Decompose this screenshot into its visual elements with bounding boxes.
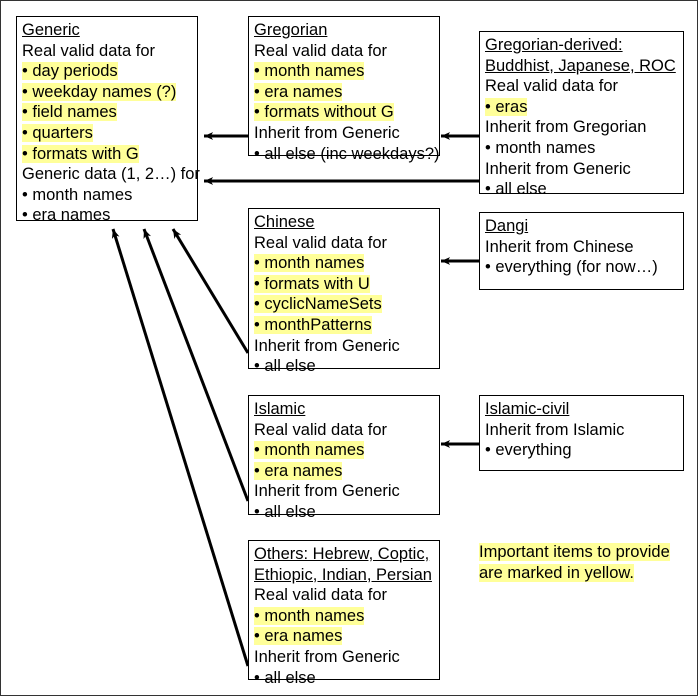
- box-title: Others: Hebrew, Coptic,: [254, 545, 430, 563]
- box-gregorian-derived[interactable]: Gregorian-derived: Buddhist, Japanese, R…: [479, 31, 684, 198]
- arrow-others-to-generic: [111, 228, 250, 667]
- box-islamic[interactable]: Islamic Real valid data for month names …: [248, 395, 440, 521]
- box-line: Real valid data for: [254, 586, 387, 605]
- box-line: era names: [254, 461, 435, 482]
- box-title: Gregorian: [254, 21, 328, 39]
- box-line: everything: [485, 440, 679, 461]
- box-line: formats without G: [254, 102, 435, 123]
- box-gregorian[interactable]: Gregorian Real valid data for month name…: [248, 16, 440, 163]
- box-line: eras: [485, 97, 679, 118]
- box-line: month names: [485, 138, 679, 159]
- box-title-line2: Ethiopic, Indian, Persian: [254, 565, 432, 584]
- legend-note-line2: are marked in yellow.: [479, 563, 634, 582]
- box-dangi[interactable]: Dangi Inherit from Chinese everything (f…: [479, 212, 684, 290]
- box-line: field names: [22, 102, 193, 123]
- box-line: Generic data (1, 2…) for: [22, 165, 200, 184]
- box-line: Real valid data for: [22, 41, 155, 60]
- box-title: Dangi: [485, 217, 529, 235]
- box-line: Real valid data for: [485, 77, 618, 96]
- box-line: month names: [254, 440, 435, 461]
- legend-note: Important items to provide are marked in…: [479, 542, 689, 583]
- box-line: Inherit from Generic: [254, 123, 400, 142]
- box-line: Inherit from Gregorian: [485, 118, 647, 137]
- box-line: day periods: [22, 61, 193, 82]
- box-line: Inherit from Islamic: [485, 420, 625, 439]
- box-line: month names: [254, 606, 435, 627]
- box-line: formats with G: [22, 144, 193, 165]
- box-line: all else: [254, 502, 435, 523]
- box-line: cyclicNameSets: [254, 294, 435, 315]
- box-others[interactable]: Others: Hebrew, Coptic, Ethiopic, Indian…: [248, 540, 440, 687]
- box-line: month names: [254, 253, 435, 274]
- arrow-chinese-to-generic: [171, 228, 250, 354]
- box-line: Real valid data for: [254, 41, 387, 60]
- box-generic[interactable]: Generic Real valid data for day periods …: [16, 16, 200, 224]
- box-line: all else: [254, 356, 435, 377]
- box-line: all else: [485, 179, 679, 200]
- box-line: Inherit from Generic: [254, 482, 400, 501]
- box-title-line2: Buddhist, Japanese, ROC: [485, 56, 676, 75]
- box-title: Generic: [22, 21, 80, 39]
- box-line: formats with U: [254, 274, 435, 295]
- box-line: era names: [254, 626, 435, 647]
- box-title: Chinese: [254, 213, 315, 231]
- box-line: all else: [254, 668, 435, 689]
- box-line: quarters: [22, 123, 193, 144]
- box-line: era names: [254, 82, 435, 103]
- box-line: Real valid data for: [254, 420, 387, 439]
- box-line: era names: [22, 205, 193, 226]
- box-line: all else (inc weekdays?): [254, 144, 440, 165]
- box-chinese[interactable]: Chinese Real valid data for month names …: [248, 208, 440, 375]
- box-line: Inherit from Generic: [485, 159, 631, 178]
- box-line: month names: [22, 185, 193, 206]
- legend-note-line1: Important items to provide: [479, 543, 670, 561]
- box-title: Islamic-civil: [485, 400, 570, 418]
- box-line: Real valid data for: [254, 233, 387, 252]
- box-line: month names: [254, 61, 435, 82]
- box-line: Inherit from Chinese: [485, 237, 634, 256]
- arrow-islamic-to-generic: [142, 228, 250, 502]
- box-title: Islamic: [254, 400, 306, 418]
- box-line: Inherit from Generic: [254, 647, 400, 666]
- box-islamic-civil[interactable]: Islamic-civil Inherit from Islamic every…: [479, 395, 684, 471]
- box-line: monthPatterns: [254, 315, 435, 336]
- box-line: everything (for now…): [485, 257, 679, 278]
- box-line: weekday names (?): [22, 82, 193, 103]
- box-line: Inherit from Generic: [254, 336, 400, 355]
- box-title: Gregorian-derived:: [485, 36, 623, 54]
